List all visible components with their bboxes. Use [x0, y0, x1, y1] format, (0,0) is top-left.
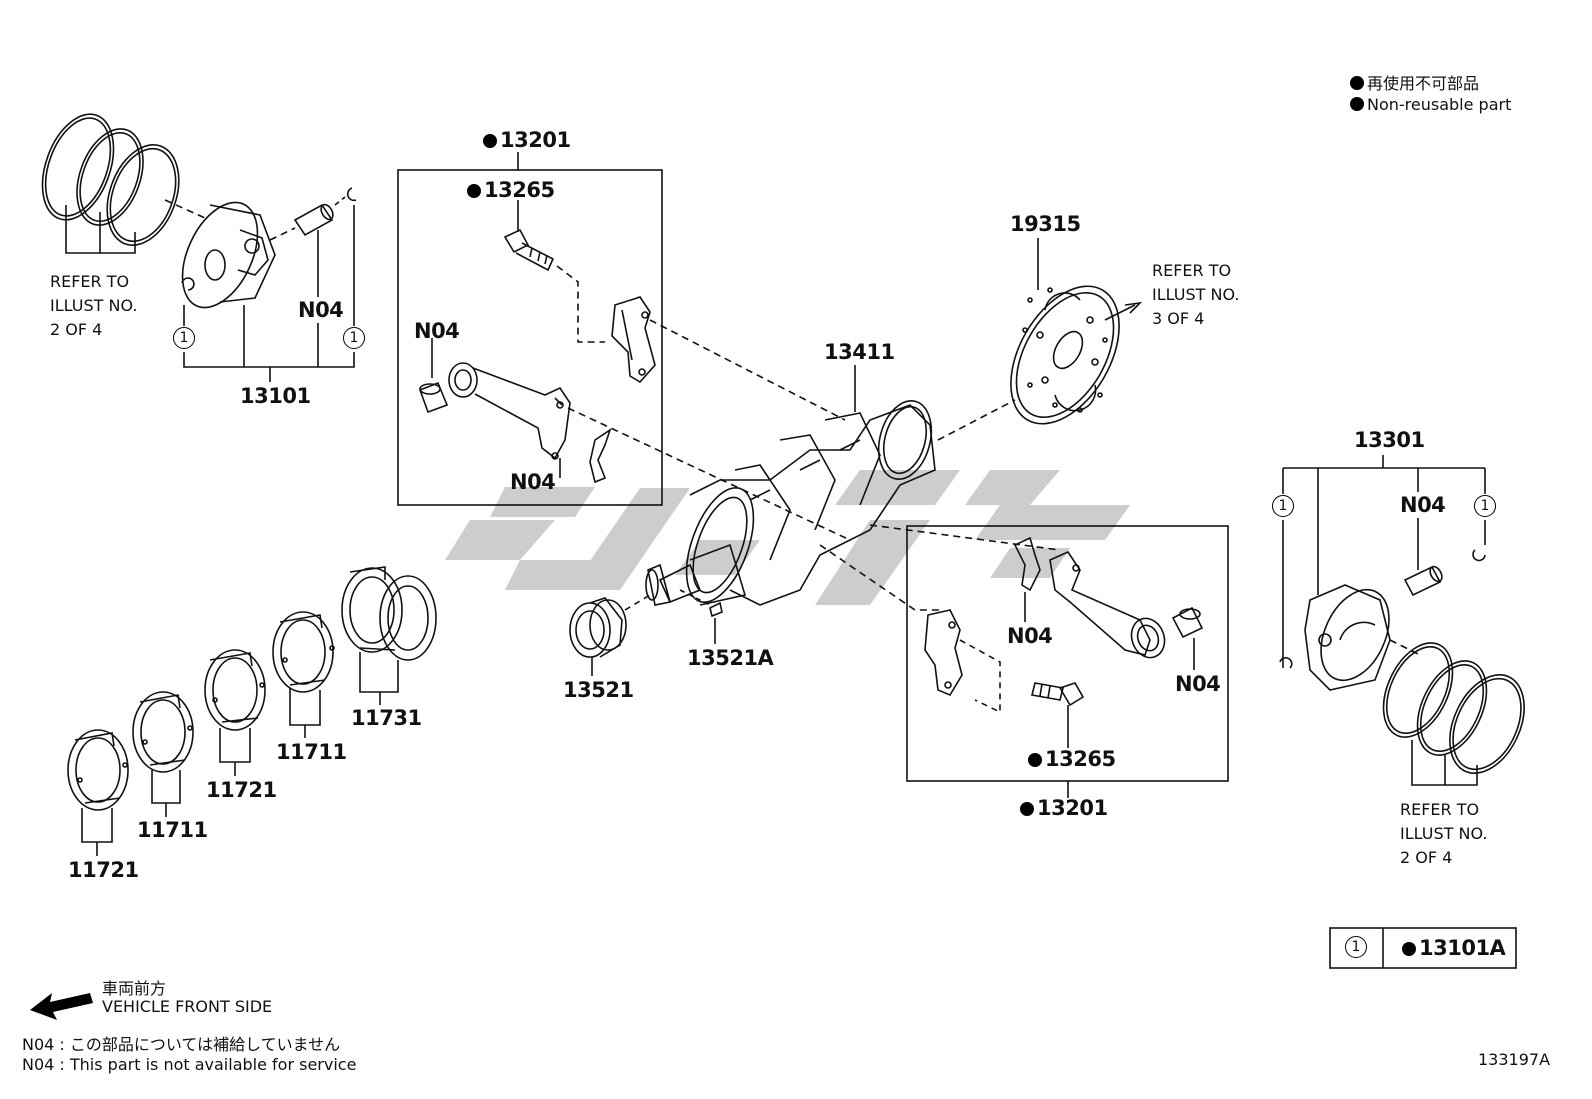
main-bearing-11731: [341, 566, 437, 661]
key-table-part[interactable]: 13101A: [1402, 936, 1506, 960]
circle-mark-1a: 1: [173, 327, 195, 349]
conrod-bushing-bottom: [1171, 606, 1204, 639]
label-19315[interactable]: 19315: [1010, 212, 1081, 236]
label-11721-b[interactable]: 11721: [68, 858, 139, 882]
crankshaft: [645, 400, 936, 606]
circle-mark-1c: 1: [1272, 495, 1294, 517]
conrod-top: [448, 362, 571, 460]
label-n04-pin-right: N04: [1400, 493, 1446, 517]
conrod-cap-top: [611, 296, 656, 384]
main-bearing-11711-b: [132, 691, 194, 773]
footnote-en: N04 : This part is not available for ser…: [22, 1055, 357, 1074]
watermark-logo: [445, 470, 1130, 605]
conrod-bottom: [1049, 550, 1166, 659]
label-n04-bush-top: N04: [414, 319, 460, 343]
label-n04-pin-left: N04: [298, 298, 344, 322]
flex-plate: [1010, 285, 1120, 425]
label-13101[interactable]: 13101: [240, 384, 311, 408]
piston-rings-left: [41, 113, 180, 246]
vehicle-front-en: VEHICLE FRONT SIDE: [102, 997, 273, 1016]
label-n04-rod-top: N04: [510, 470, 556, 494]
label-13301[interactable]: 13301: [1354, 428, 1425, 452]
conrod-cap-bottom: [924, 609, 963, 697]
key-table-symbol: 1: [1345, 936, 1367, 958]
piston-rings-right: [1382, 642, 1525, 774]
label-13201-top[interactable]: 13201: [483, 128, 571, 152]
illustration-id: 133197A: [1478, 1050, 1551, 1069]
main-bearing-11711-a: [272, 611, 335, 693]
main-bearing-11721-a: [204, 649, 266, 731]
piston-left: [181, 201, 276, 309]
label-n04-bush-bottom: N04: [1175, 672, 1221, 696]
main-bearing-11721-b: [67, 729, 129, 811]
circle-mark-1d: 1: [1474, 495, 1496, 517]
legend-ja: 再使用不可部品: [1350, 70, 1479, 94]
legend-en: Non-reusable part: [1350, 95, 1511, 114]
piston-pin-right: [1403, 565, 1443, 597]
crank-key: [709, 601, 723, 618]
footnote-ja: N04 : この部品については補給していません: [22, 1035, 341, 1054]
label-n04-bearing-bottom: N04: [1007, 624, 1053, 648]
piston-pin-left: [293, 203, 334, 237]
label-11731[interactable]: 11731: [351, 706, 422, 730]
vehicle-front-arrow-icon: [30, 993, 93, 1020]
conrod-bolt-top: [503, 228, 555, 272]
conrod-bearing-bottom: [1013, 536, 1041, 592]
piston-right: [1304, 584, 1391, 691]
label-13201-bottom[interactable]: 13201: [1020, 796, 1108, 820]
conrod-bearing-top: [589, 428, 612, 484]
label-11721-a[interactable]: 11721: [206, 778, 277, 802]
conrod-bolt-bottom: [1031, 682, 1085, 707]
label-13521A[interactable]: 13521A: [687, 646, 774, 670]
oil-seal: [569, 597, 627, 658]
label-13521[interactable]: 13521: [563, 678, 634, 702]
label-13411[interactable]: 13411: [824, 340, 895, 364]
vehicle-front-ja: 車両前方: [102, 979, 167, 998]
conrod-bushing-top: [418, 381, 449, 414]
circle-mark-1b: 1: [343, 327, 365, 349]
label-11711-a[interactable]: 11711: [276, 740, 347, 764]
label-13265-top[interactable]: 13265: [467, 178, 555, 202]
label-13265-bottom[interactable]: 13265: [1028, 747, 1116, 771]
label-11711-b[interactable]: 11711: [137, 818, 208, 842]
